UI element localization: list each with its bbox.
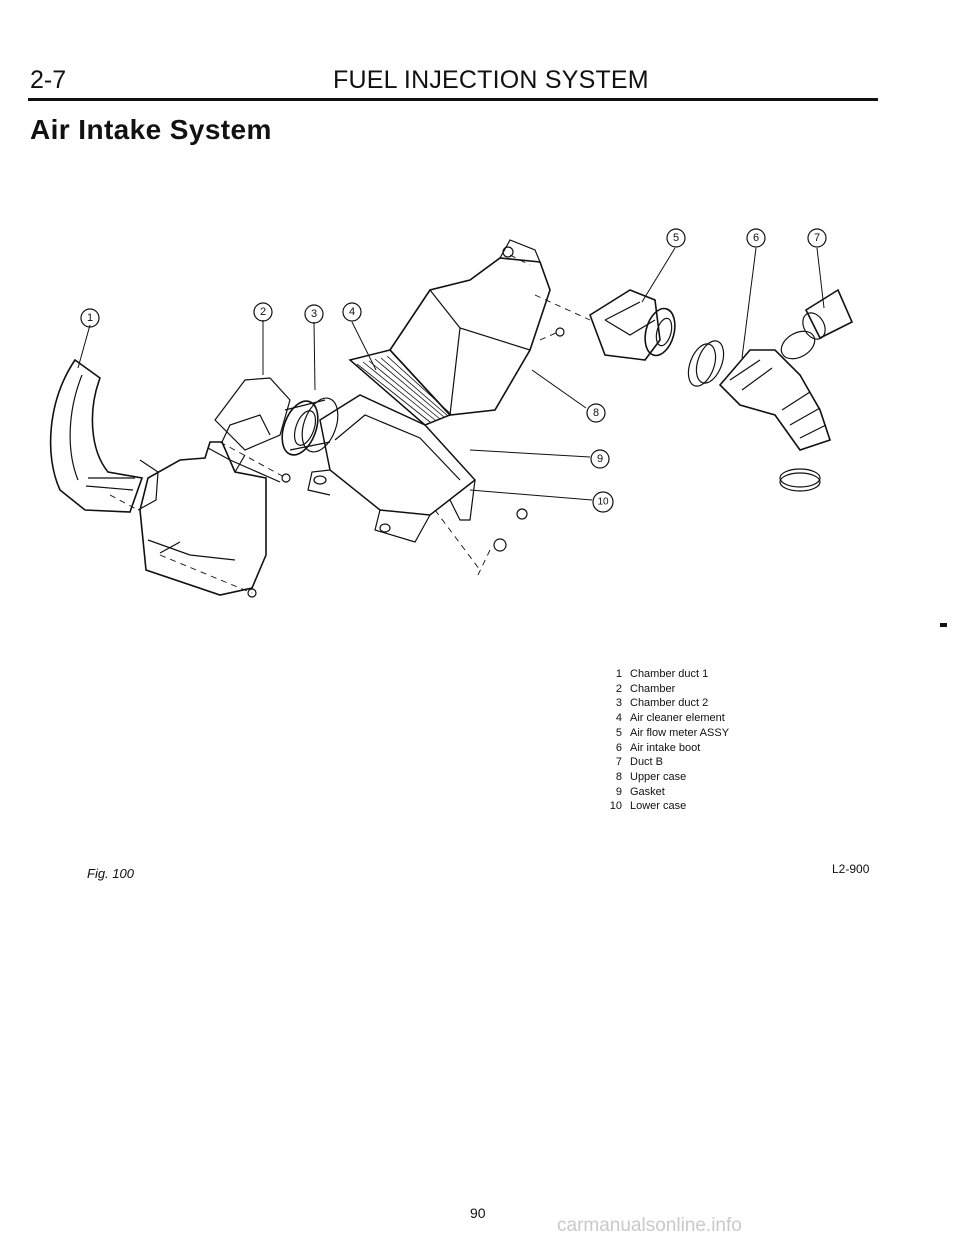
legend-item: 9 Gasket [604, 785, 729, 800]
air-intake-boot-drawing [687, 330, 832, 492]
air-flow-meter-drawing [589, 289, 676, 361]
page-header-title: FUEL INJECTION SYSTEM [333, 66, 649, 94]
legend-item: 1 Chamber duct 1 [604, 667, 729, 682]
leader-lines [77, 247, 825, 501]
chamber-duct-1-drawing [49, 358, 159, 513]
chamber-drawing [139, 377, 291, 596]
legend-label: Gasket [630, 785, 665, 798]
header-rule [28, 98, 878, 101]
legend-item: 2 Chamber [604, 682, 729, 697]
callout-3: 3 [311, 308, 317, 320]
legend-number: 1 [615, 668, 622, 680]
duct-b-drawing [802, 288, 854, 340]
legend-number: 3 [615, 697, 622, 710]
legend-item: 8 Upper case [604, 770, 729, 785]
legend-item: 7 Duct B [604, 755, 729, 770]
legend-item: 3 Chamber duct 2 [604, 696, 729, 711]
callout-4: 4 [349, 306, 355, 318]
assembly-lines [109, 254, 591, 594]
legend-label: Upper case [630, 770, 687, 783]
legend-item: 4 Air cleaner element [604, 711, 729, 726]
legend-item: 6 Air intake boot [604, 741, 729, 756]
legend-label: Air intake boot [630, 741, 701, 754]
page-number: 90 [470, 1205, 486, 1221]
figure-caption: Fig. 100 [87, 866, 134, 881]
legend-number: 5 [615, 726, 622, 739]
legend-number: 6 [615, 741, 622, 754]
watermark: carmanualsonline.info [557, 1215, 742, 1236]
section-number: 2-7 [30, 66, 67, 94]
legend-number: 7 [615, 756, 622, 769]
chamber-duct-2-drawing [281, 397, 339, 456]
legend-label: Chamber duct 2 [630, 697, 709, 710]
bolt-hardware [247, 246, 565, 598]
section-title: Air Intake System [30, 114, 272, 145]
callout-7: 7 [814, 232, 820, 244]
legend-label: Duct B [630, 756, 664, 769]
margin-mark [940, 623, 947, 627]
legend-number: 8 [615, 770, 622, 783]
air-cleaner-drawing [307, 239, 551, 543]
callout-9: 9 [597, 453, 603, 465]
callout-1: 1 [87, 312, 93, 324]
legend-number: 4 [615, 712, 622, 725]
legend-label: Air cleaner element [630, 712, 725, 725]
callout-10: 10 [597, 497, 609, 508]
legend-item: 5 Air flow meter ASSY [604, 726, 729, 741]
legend-number: 2 [615, 682, 622, 695]
exploded-diagram: 1 2 3 4 5 6 7 8 9 10 [49, 228, 854, 598]
legend-item: 10 Lower case [604, 799, 729, 814]
legend-label: Chamber [630, 682, 676, 695]
legend-number: 10 [609, 800, 622, 813]
callout-8: 8 [593, 407, 599, 419]
legend-label: Air flow meter ASSY [630, 726, 730, 739]
figure-reference-code: L2-900 [832, 862, 870, 876]
legend-label: Lower case [630, 800, 687, 813]
callout-markers: 1 2 3 4 5 6 7 8 9 10 [80, 228, 827, 513]
callout-6: 6 [753, 232, 759, 244]
legend-label: Chamber duct 1 [630, 668, 709, 680]
callout-5: 5 [673, 232, 679, 244]
legend-number: 9 [615, 785, 622, 798]
callout-2: 2 [260, 306, 266, 318]
